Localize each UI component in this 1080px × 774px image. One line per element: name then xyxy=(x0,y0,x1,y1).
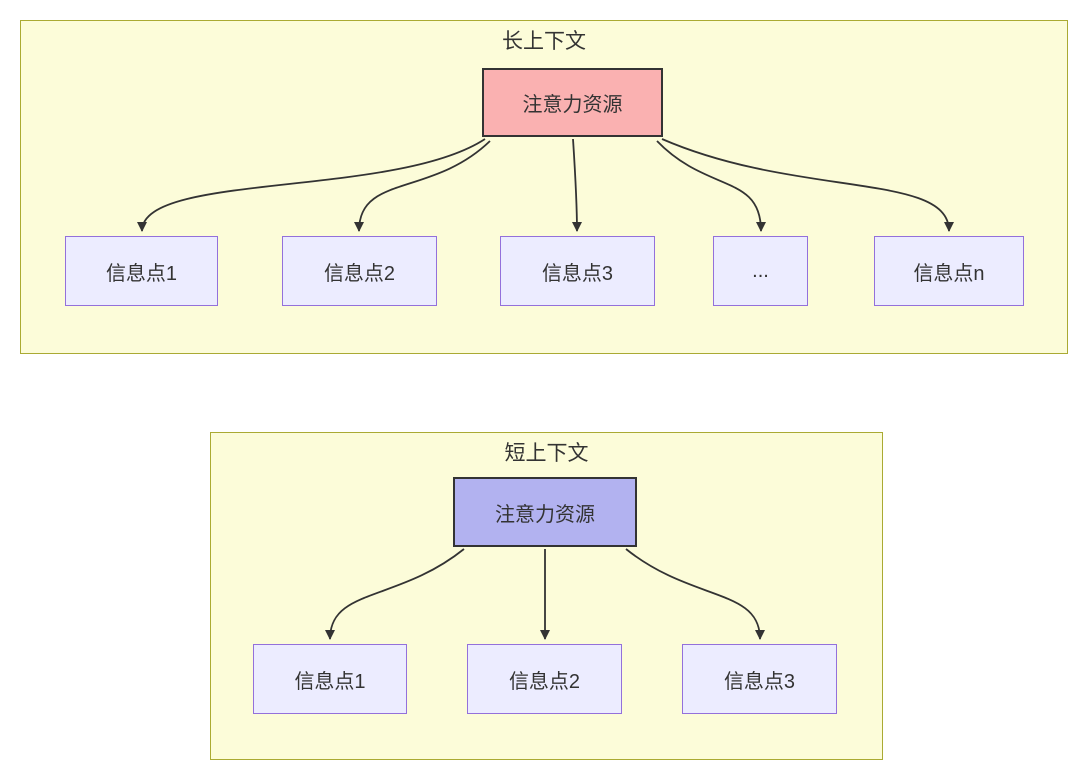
long-info-node-2-label: 信息点2 xyxy=(323,262,396,285)
long-info-node-3: 信息点3 xyxy=(500,236,655,306)
short-info-node-1: 信息点1 xyxy=(253,644,407,714)
long-info-node-n: 信息点n xyxy=(874,236,1024,306)
short-info-node-3-label: 信息点3 xyxy=(723,670,796,693)
short-context-title: 短上下文 xyxy=(504,442,589,465)
long-attention-resource-node: 注意力资源 xyxy=(482,68,663,137)
long-info-node-3-label: 信息点3 xyxy=(541,262,614,285)
short-info-node-2: 信息点2 xyxy=(467,644,622,714)
long-info-node-1: 信息点1 xyxy=(65,236,218,306)
short-info-node-3: 信息点3 xyxy=(682,644,837,714)
long-attention-resource-label: 注意力资源 xyxy=(522,94,623,116)
long-info-node-n-label: 信息点n xyxy=(913,262,985,285)
short-attention-resource-label: 注意力资源 xyxy=(495,503,595,526)
long-info-node-ellipsis-label: ... xyxy=(752,259,769,282)
long-info-node-1-label: 信息点1 xyxy=(105,262,178,285)
short-attention-resource-node: 注意力资源 xyxy=(453,477,637,547)
short-info-node-2-label: 信息点2 xyxy=(508,670,581,693)
long-info-node-ellipsis: ... xyxy=(713,236,808,306)
short-info-node-1-label: 信息点1 xyxy=(294,670,366,693)
long-info-node-2: 信息点2 xyxy=(282,236,437,306)
long-context-title: 长上下文 xyxy=(502,30,586,53)
